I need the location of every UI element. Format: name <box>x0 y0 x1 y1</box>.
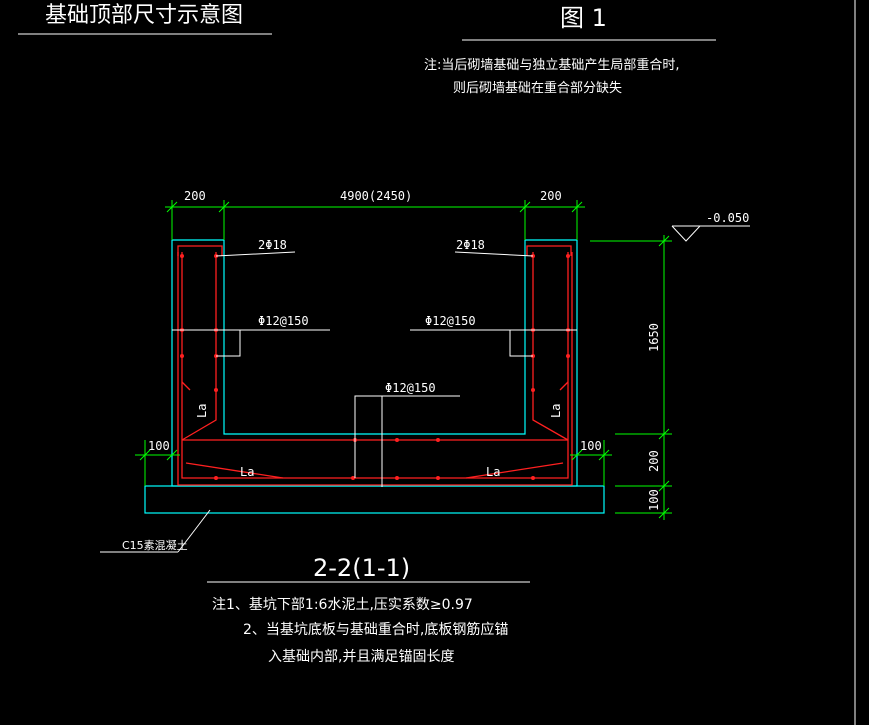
section-note3: 入基础内部,并且满足锚固长度 <box>268 648 454 665</box>
dim-top-left: 200 <box>184 189 206 203</box>
dimension-lines <box>135 200 672 520</box>
section-note1: 注1、基坑下部1:6水泥土,压实系数≥0.97 <box>212 596 473 613</box>
dim-left-offset: 100 <box>148 439 170 453</box>
dim-right-upper: 1650 <box>647 323 661 352</box>
cushion-label: C15素混凝土 <box>122 538 188 552</box>
top-note-line1: 注:当后砌墙基础与独立基础产生局部重合时, <box>424 57 680 73</box>
dim-right-offset: 100 <box>580 439 602 453</box>
right-title: 图 1 <box>560 4 607 32</box>
leader-lines <box>100 251 577 553</box>
top-note-line2: 则后砌墙基础在重合部分缺失 <box>453 80 622 96</box>
cushion-layer <box>144 485 605 514</box>
dim-top-right: 200 <box>540 189 562 203</box>
label-bottom-bars: Φ12@150 <box>385 381 436 395</box>
label-left-stirrup: Φ12@150 <box>258 314 309 328</box>
label-anchor-right-vertical: La <box>549 404 563 418</box>
label-right-top-bars: 2Φ18 <box>456 238 485 252</box>
dim-top-middle: 4900(2450) <box>340 189 412 203</box>
inner-wall-line <box>223 240 526 435</box>
label-anchor-right-bottom: La <box>486 465 500 479</box>
label-anchor-left-vertical: La <box>195 404 209 418</box>
rebar-cage <box>177 245 573 486</box>
rebar-dots <box>180 254 570 480</box>
foundation-outline <box>171 239 578 487</box>
left-title: 基础顶部尺寸示意图 <box>45 3 243 28</box>
label-right-stirrup: Φ12@150 <box>425 314 476 328</box>
outer-wall-line <box>171 240 578 487</box>
dim-right-middle: 200 <box>647 450 661 472</box>
label-left-top-bars: 2Φ18 <box>258 238 287 252</box>
section-note2: 2、当基坑底板与基础重合时,底板钢筋应锚 <box>243 621 508 638</box>
label-anchor-left-bottom: La <box>240 465 254 479</box>
section-title: 2-2(1-1) <box>313 554 410 582</box>
level-marker <box>671 225 750 242</box>
level-value: -0.050 <box>706 211 749 225</box>
dim-right-lower: 100 <box>647 489 661 511</box>
